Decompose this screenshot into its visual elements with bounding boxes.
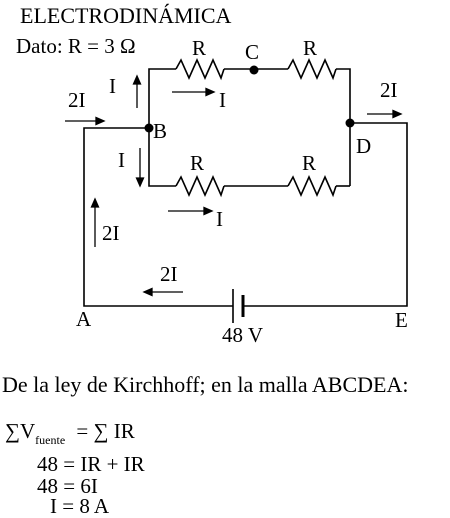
- equation-3: 48 = 6I: [37, 474, 98, 498]
- label-node-d: D: [356, 134, 371, 158]
- resistor-bottom-left: [175, 175, 225, 198]
- wire-bottom-left: [148, 128, 176, 187]
- wire-top-right: [336, 68, 351, 186]
- equation-rhs: = ∑ IR: [76, 419, 135, 443]
- equation-kirchhoff: ∑Vfuente = ∑ IR: [5, 419, 135, 447]
- resistor-bottom-right: [287, 175, 337, 198]
- page-title: ELECTRODINÁMICA: [20, 3, 232, 28]
- label-node-e: E: [395, 308, 408, 332]
- label-resistor-top-right: R: [303, 36, 317, 60]
- equation-4: I = 8 A: [50, 494, 110, 518]
- node-b-dot: [144, 123, 154, 133]
- node-c-dot: [249, 65, 259, 75]
- equation-2: 48 = IR + IR: [37, 452, 145, 476]
- voltage-subscript: fuente: [35, 433, 66, 447]
- label-node-b: B: [153, 119, 167, 143]
- solution-intro: De la ley de Kirchhoff; en la malla ABCD…: [2, 372, 409, 397]
- label-battery-voltage: 48 V: [222, 323, 263, 347]
- label-current-output: 2I: [380, 78, 398, 102]
- voltage-symbol: V: [19, 419, 36, 443]
- label-resistor-top-left: R: [192, 36, 206, 60]
- wire-d-e: [243, 122, 408, 307]
- label-node-c: C: [245, 40, 259, 64]
- label-node-a: A: [76, 307, 92, 331]
- label-resistor-bottom-right: R: [302, 151, 316, 175]
- label-current-bottom-vertical: I: [118, 148, 125, 172]
- resistor-top-right: [287, 58, 337, 81]
- given-data: Dato: R = 3 Ω: [16, 34, 136, 58]
- wire-a-b: [83, 127, 233, 307]
- label-current-bottom-wire: 2I: [160, 262, 178, 286]
- label-current-bottom-horizontal: I: [216, 207, 223, 231]
- label-current-top-horizontal: I: [219, 88, 226, 112]
- label-current-top-vertical: I: [109, 74, 116, 98]
- label-resistor-bottom-left: R: [190, 151, 204, 175]
- node-d-dot: [345, 118, 355, 128]
- resistor-top-left: [175, 58, 225, 81]
- label-current-input: 2I: [68, 88, 86, 112]
- label-current-left-wire: 2I: [102, 221, 120, 245]
- sum-symbol: ∑: [5, 419, 20, 443]
- wire-top-left: [148, 68, 176, 128]
